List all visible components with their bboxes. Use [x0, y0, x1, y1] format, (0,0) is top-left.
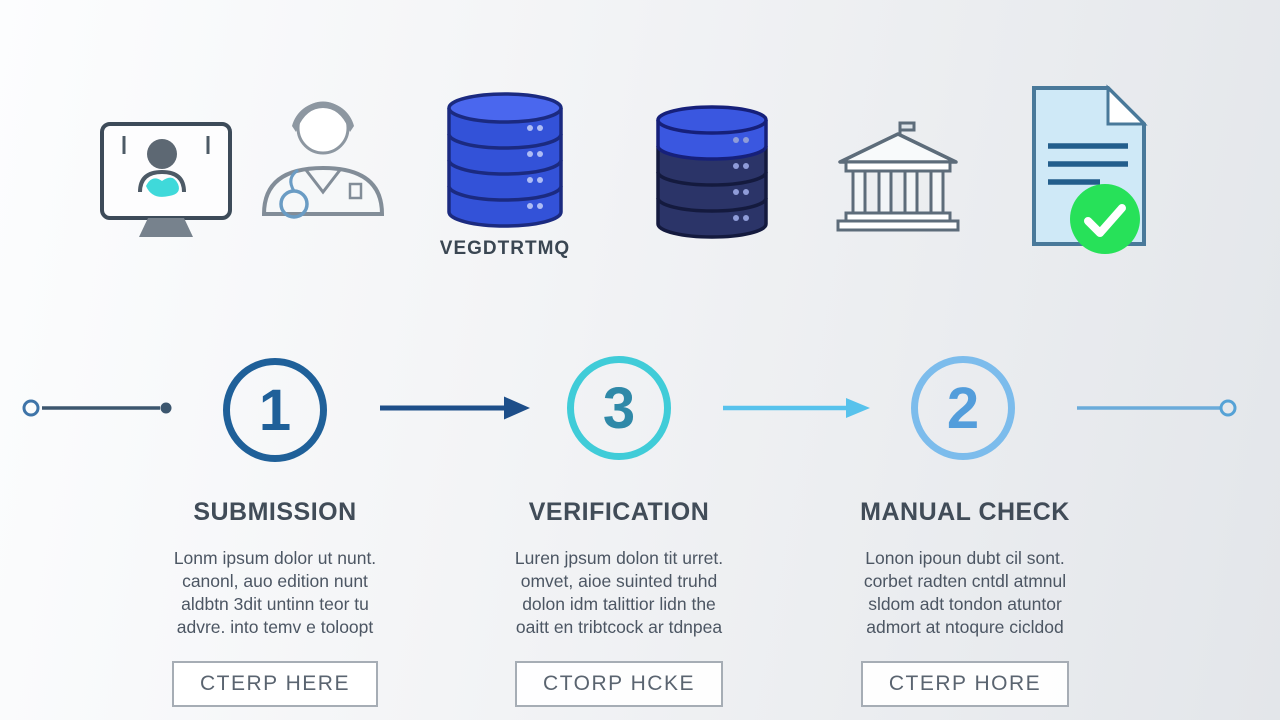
step-number: 2: [946, 375, 980, 441]
database-caption: VEGDTRTMQ: [439, 238, 571, 259]
step-circle-3: 3: [567, 356, 671, 460]
step-description: Lonm ipsum dolor ut nunt. canonl, auo ed…: [173, 548, 377, 637]
timeline-connector: [22, 396, 1237, 420]
step-title: VERIFICATION: [528, 498, 710, 526]
monitor-user-icon: [96, 110, 241, 255]
person-icon: [246, 80, 401, 238]
step-description: Lonon ipoun dubt cil sont. corbet radten…: [863, 548, 1067, 637]
step-button[interactable]: CTERP HORE: [860, 661, 1070, 707]
step-circle-2: 2: [911, 356, 1015, 460]
step-button[interactable]: CTERP HERE: [172, 661, 378, 707]
step-column-verification: VERIFICATION Luren jpsum dolon tit urret…: [449, 498, 789, 707]
step-button[interactable]: CTORP HCKE: [515, 661, 723, 707]
step-column-submission: SUBMISSION Lonm ipsum dolor ut nunt. can…: [105, 498, 445, 707]
bank-icon: [828, 120, 968, 238]
step-title: MANUAL CHECK: [860, 498, 1070, 526]
database-blue-icon: [440, 86, 570, 238]
checkmark-icon: [1070, 184, 1140, 254]
step-number: 3: [602, 375, 636, 441]
database-navy-icon: [648, 100, 776, 248]
step-description: Luren jpsum dolon tit urret. omvet, aioe…: [514, 548, 724, 637]
step-number: 1: [258, 377, 292, 443]
step-circle-1: 1: [223, 358, 327, 462]
step-column-manual-check: MANUAL CHECK Lonon ipoun dubt cil sont. …: [795, 498, 1135, 707]
step-title: SUBMISSION: [193, 498, 357, 526]
